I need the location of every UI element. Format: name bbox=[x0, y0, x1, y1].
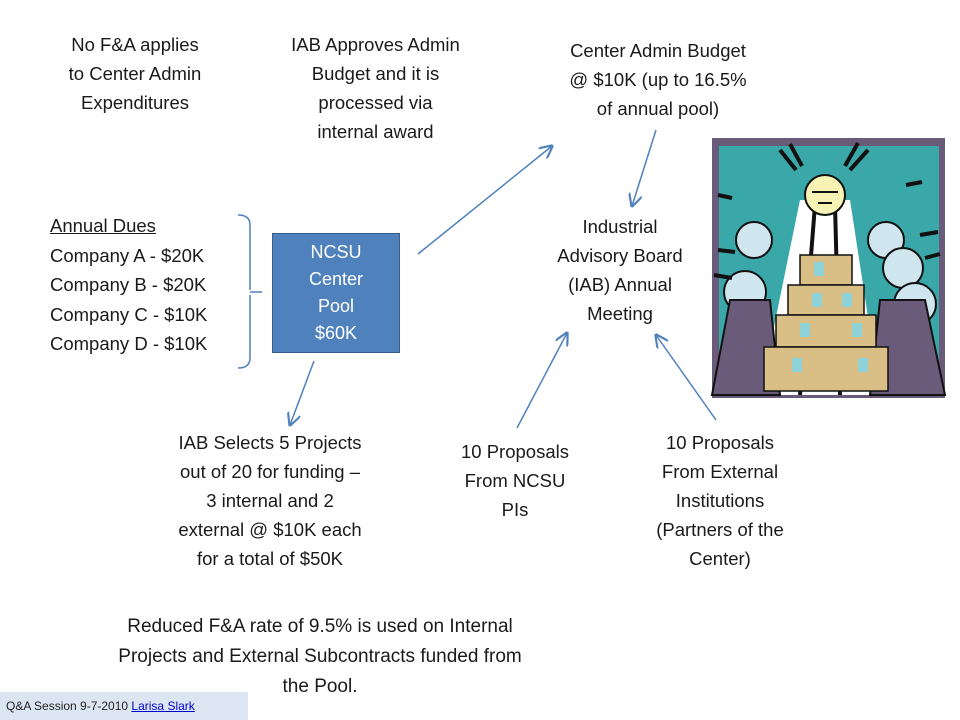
footer-author-link[interactable]: Larisa Slark bbox=[131, 699, 195, 713]
dues-item: Company A - $20K bbox=[50, 244, 205, 266]
footer-credit: Q&A Session 9-7-2010 Larisa Slark bbox=[0, 692, 248, 720]
pool-line: Center bbox=[308, 269, 364, 289]
ncsu-center-pool-box: NCSU Center Pool $60K bbox=[272, 233, 400, 353]
annual-dues-list: Annual Dues Company A - $20K Company B -… bbox=[50, 211, 207, 359]
annual-dues-heading: Annual Dues bbox=[50, 215, 156, 236]
pool-line: NCSU bbox=[310, 242, 362, 262]
iab-meeting-label: Industrial Advisory Board (IAB) Annual M… bbox=[557, 216, 683, 324]
pool-line: $60K bbox=[314, 323, 358, 343]
arrow-ncsu-proposals-to-iab bbox=[516, 333, 567, 429]
arrow-pool-to-admin-budget bbox=[417, 146, 552, 255]
dues-item: Company B - $20K bbox=[50, 274, 207, 295]
dues-item: Company C - $10K bbox=[50, 303, 208, 325]
dues-bracket bbox=[237, 214, 262, 369]
footer-session: Q&A Session 9-7-2010 bbox=[6, 699, 129, 713]
center-admin-budget-note: Center Admin Budget @ $10K (up to 16.5% … bbox=[569, 40, 747, 119]
pool-line: Pool bbox=[317, 296, 355, 316]
dues-item: Company D - $10K bbox=[50, 333, 208, 354]
arrow-external-proposals-to-iab bbox=[656, 335, 717, 421]
no-fa-note: No F&A applies to Center Admin Expenditu… bbox=[68, 34, 202, 113]
arrow-pool-to-selected-projects bbox=[290, 360, 315, 425]
iab-approves-note: IAB Approves Admin Budget and it is proc… bbox=[291, 34, 460, 142]
ncsu-proposals-note: 10 Proposals From NCSU PIs bbox=[461, 441, 569, 520]
board-meeting-clipart bbox=[710, 138, 947, 398]
reduced-fa-note: Reduced F&A rate of 9.5% is used on Inte… bbox=[118, 616, 522, 697]
external-proposals-note: 10 Proposals From External Institutions … bbox=[656, 432, 784, 569]
iab-selects-note: IAB Selects 5 Projects out of 20 for fun… bbox=[178, 432, 362, 569]
arrow-admin-budget-to-iab bbox=[632, 129, 657, 206]
